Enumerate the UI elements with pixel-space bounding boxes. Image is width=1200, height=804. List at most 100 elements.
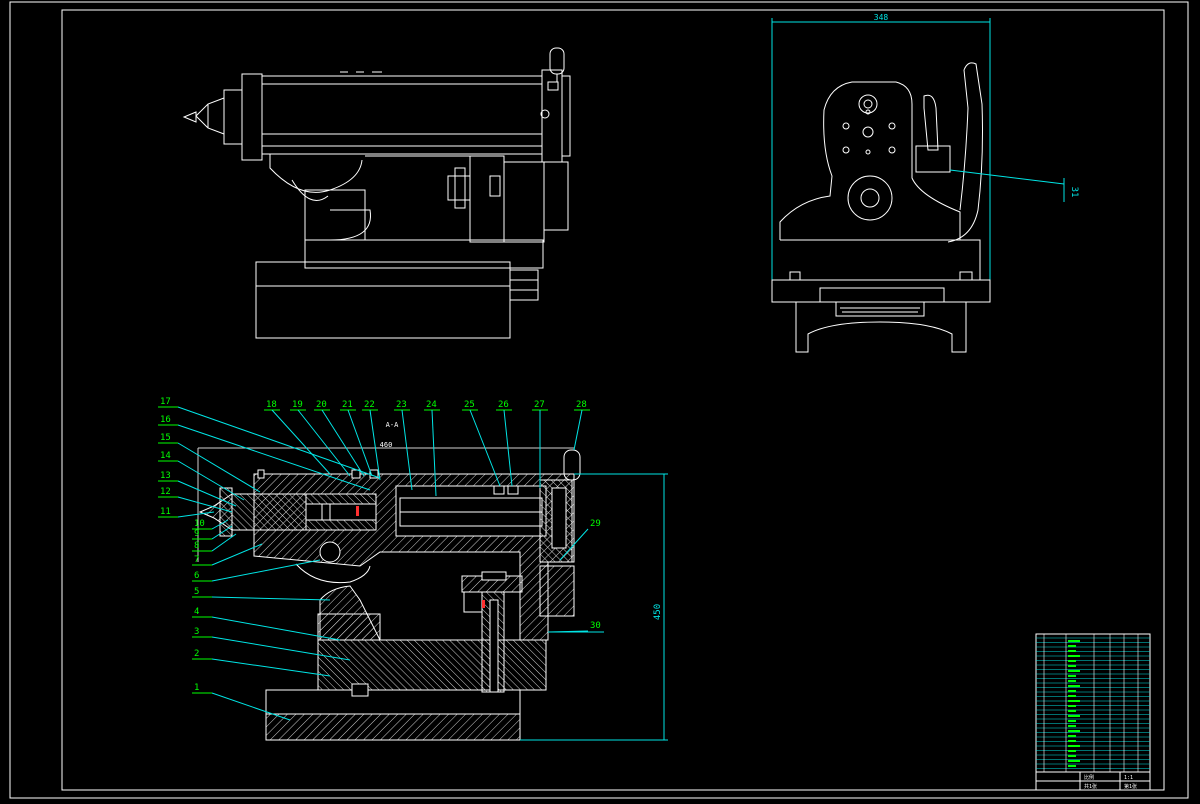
title-label-1: 比例 (1084, 774, 1094, 781)
parts-list-entry-mark (1068, 670, 1080, 672)
callout-label-14: 14 (160, 451, 171, 461)
callout-label-17: 17 (160, 397, 171, 407)
callout-leader-9 (211, 525, 233, 540)
callout-label-26: 26 (498, 400, 509, 410)
title-label-4: 第1张 (1124, 783, 1137, 790)
callout-label-22: 22 (364, 400, 375, 410)
parts-list-entry-mark (1068, 695, 1076, 697)
callout-label-11: 11 (160, 507, 171, 517)
callout-leader-26 (503, 409, 513, 487)
callout-label-16: 16 (160, 415, 171, 425)
parts-list-entry-mark (1068, 660, 1076, 662)
callout-leader-13 (177, 480, 237, 507)
callout-leader-5 (211, 596, 331, 601)
title-label-2: 1:1 (1124, 775, 1133, 781)
callout-label-8: 8 (194, 541, 199, 551)
parts-list-entry-mark (1068, 725, 1076, 727)
side-view (771, 18, 991, 353)
parts-list-entry-mark (1068, 645, 1076, 647)
accent-marks (356, 506, 485, 608)
callout-leader-2 (211, 658, 331, 677)
parts-list-entry-mark (1068, 705, 1076, 707)
parts-list-entry-mark (1068, 710, 1076, 712)
section-mark-label: A-A (386, 421, 399, 429)
parts-list-entry-mark (1068, 715, 1080, 717)
parts-list-entry-mark (1068, 760, 1080, 762)
callout-leader-18 (271, 409, 331, 475)
callout-leader-8 (211, 533, 237, 552)
callout-leader-23 (401, 409, 413, 491)
title-label-3: 共1张 (1084, 783, 1097, 790)
callout-label-28: 28 (576, 400, 587, 410)
callout-label-21: 21 (342, 400, 353, 410)
callout-label-7: 7 (194, 555, 199, 565)
parts-list-entry-mark (1068, 650, 1076, 652)
parts-list-entry-mark (1068, 745, 1080, 747)
height-dimension (520, 473, 668, 741)
callout-label-30: 30 (590, 621, 601, 631)
parts-list-entry-mark (1068, 755, 1076, 757)
parts-list-entry-mark (1068, 680, 1076, 682)
callout-label-20: 20 (316, 400, 327, 410)
callout-leader-3 (211, 636, 351, 661)
parts-list-entry-mark (1068, 720, 1076, 722)
small-dimension-label: 460 (380, 441, 393, 449)
callout-31-leader (949, 169, 1065, 185)
callout-leader-20 (321, 409, 365, 477)
height-dimension-label: 450 (653, 604, 663, 620)
parts-list-entry-mark (1068, 700, 1080, 702)
parts-list-entry-mark (1068, 675, 1076, 677)
callout-leader-24 (431, 409, 437, 497)
callout-leader-11 (177, 511, 215, 518)
callout-label-19: 19 (292, 400, 303, 410)
parts-list-entry-mark (1068, 640, 1080, 642)
front-elevation-view (182, 47, 571, 339)
parts-list-entry-mark (1068, 665, 1076, 667)
callout-leader-6 (211, 559, 321, 582)
callout-leader-10 (211, 519, 229, 530)
callout-leader-21 (347, 409, 373, 477)
callout-label-6: 6 (194, 571, 199, 581)
callout-leader-22 (369, 409, 381, 481)
callout-leader-25 (469, 409, 501, 487)
parts-list-entry-mark (1068, 685, 1080, 687)
callout-leader-15 (177, 442, 261, 493)
callout-label-12: 12 (160, 487, 171, 497)
title-block (1035, 633, 1151, 791)
callout-leader-30 (547, 630, 589, 633)
callout-leader-14 (177, 460, 245, 501)
callout-31-label: 31 (1069, 187, 1079, 198)
callout-label-29: 29 (590, 519, 601, 529)
callout-leader-4 (211, 616, 341, 641)
main-section-view (197, 447, 581, 741)
callout-label-15: 15 (160, 433, 171, 443)
callout-label-13: 13 (160, 471, 171, 481)
callout-label-18: 18 (266, 400, 277, 410)
drawing-border (9, 1, 1189, 799)
callout-label-10: 10 (194, 519, 205, 529)
title-block-rows (1036, 634, 1150, 772)
callout-label-3: 3 (194, 627, 199, 637)
callout-label-27: 27 (534, 400, 545, 410)
parts-list-entry-mark (1068, 750, 1076, 752)
callout-leader-17 (177, 406, 381, 479)
callout-label-1: 1 (194, 683, 199, 693)
callout-label-25: 25 (464, 400, 475, 410)
callout-leader-28 (573, 409, 583, 451)
callout-leader-12 (177, 496, 233, 513)
callout-label-23: 23 (396, 400, 407, 410)
callout-leader-7 (211, 543, 263, 566)
callout-label-9: 9 (194, 529, 199, 539)
callout-label-24: 24 (426, 400, 437, 410)
parts-list-entry-mark (1068, 740, 1076, 742)
callout-leader-16 (177, 424, 371, 491)
callout-leader-29 (559, 528, 589, 561)
parts-list-entry-mark (1068, 730, 1080, 732)
parts-list-entry-mark (1068, 735, 1076, 737)
callout-label-5: 5 (194, 587, 199, 597)
parts-list-entry-mark (1068, 765, 1076, 767)
parts-list-entry-mark (1068, 690, 1076, 692)
